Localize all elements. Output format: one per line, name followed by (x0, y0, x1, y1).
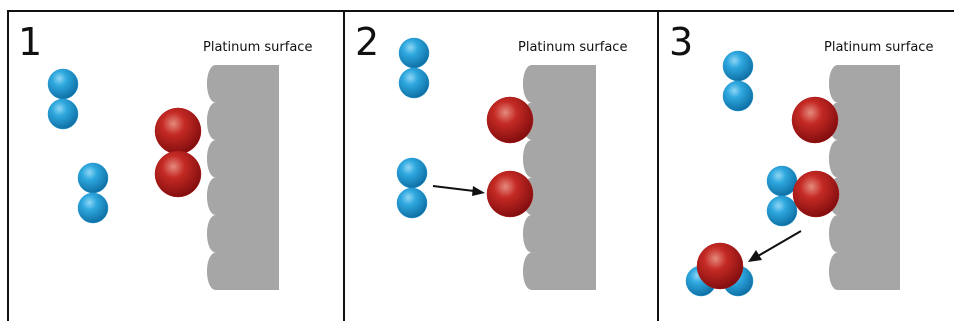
hydrogen-atom (396, 187, 428, 219)
hydrogen-molecule (398, 37, 430, 99)
hydrogen-atom (77, 162, 109, 194)
panel-2-surface-label: Platinum surface (518, 40, 627, 55)
oxygen-atom (696, 242, 744, 290)
hydrogen-molecule (77, 162, 109, 224)
adsorbed-oxygen-atom (791, 96, 839, 144)
hydrogen-atom (47, 98, 79, 130)
platinum-surface-3 (829, 65, 900, 290)
arrow-shaft (757, 230, 802, 257)
platinum-surface-1 (207, 65, 279, 290)
arrow-head (748, 250, 762, 262)
panel-1-surface-label: Platinum surface (203, 40, 312, 55)
platinum-surface-2 (523, 65, 596, 290)
hydrogen-molecule (722, 50, 754, 112)
hydrogen-molecule (396, 157, 428, 219)
arrow-shaft (432, 185, 475, 192)
hydrogen-atom (396, 157, 428, 189)
hydrogen-atom (47, 68, 79, 100)
arrow-head (472, 186, 485, 196)
reaction-arrow (432, 185, 485, 196)
diagram-frame (7, 10, 954, 321)
oxygen-atom (154, 150, 202, 198)
panel-3: 3 Platinum surface (669, 20, 933, 297)
panel-1: 1 Platinum surface (18, 20, 312, 290)
hydrogen-atom (766, 195, 798, 227)
hydrogen-atom (77, 192, 109, 224)
panel-3-number: 3 (669, 20, 693, 64)
adsorbed-oxygen-atom (792, 170, 840, 218)
panel-1-number: 1 (18, 20, 42, 64)
hydrogen-atom (766, 165, 798, 197)
panel-3-surface-label: Platinum surface (824, 40, 933, 55)
reacting-hydrogen-pair (766, 165, 798, 227)
hydrogen-atom (398, 37, 430, 69)
reaction-arrow (748, 230, 802, 262)
panel-2-number: 2 (355, 20, 379, 64)
oxygen-molecule (154, 107, 202, 198)
hydrogen-molecule (47, 68, 79, 130)
oxygen-atom (154, 107, 202, 155)
hydrogen-atom (722, 50, 754, 82)
water-molecule (685, 242, 754, 297)
adsorbed-oxygen-atom (486, 170, 534, 218)
adsorbed-oxygen-atom (486, 96, 534, 144)
panel-2: 2 Platinum surface (355, 20, 627, 290)
hydrogen-atom (722, 80, 754, 112)
hydrogen-atom (398, 67, 430, 99)
